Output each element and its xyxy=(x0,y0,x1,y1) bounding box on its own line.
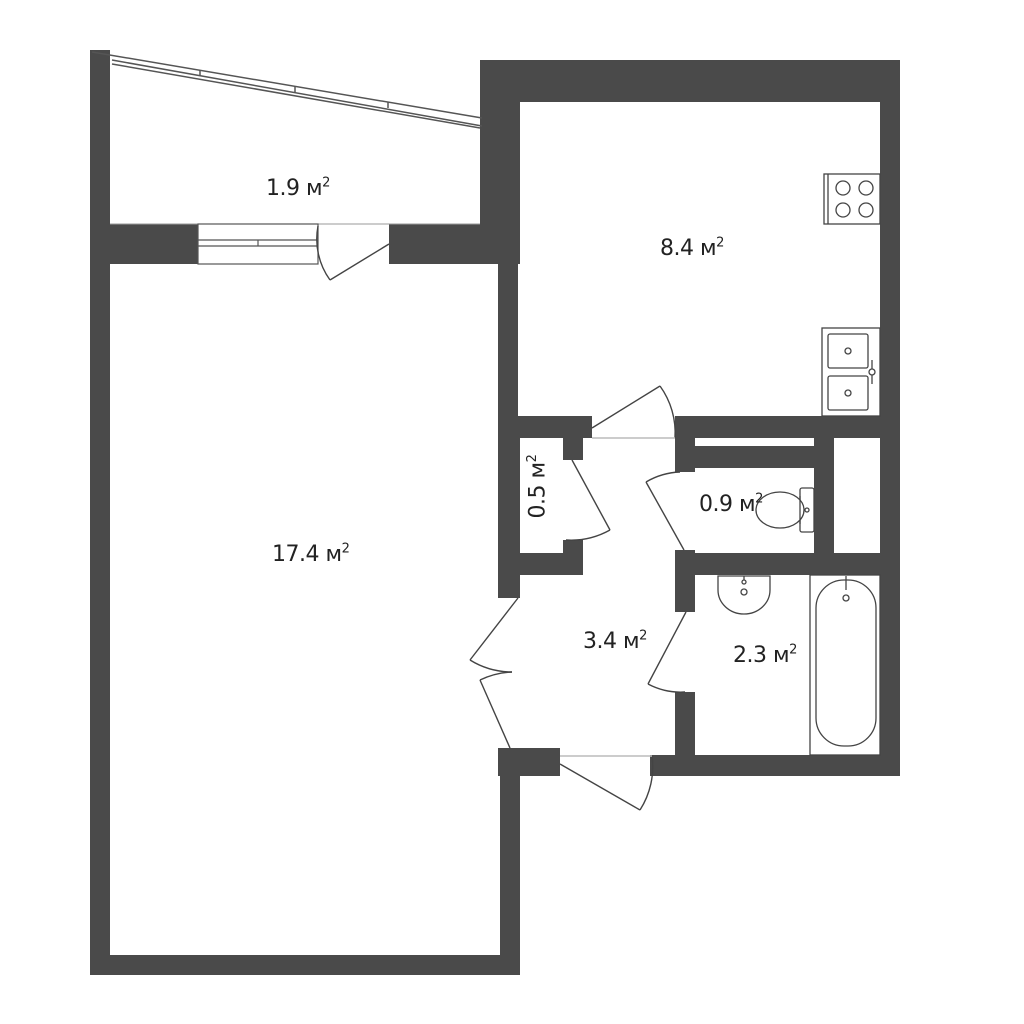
wall-wc-right xyxy=(814,438,834,574)
balcony-glazing xyxy=(91,51,483,129)
unit-power: 2 xyxy=(716,235,724,251)
area-balcony: 1.9 xyxy=(266,176,300,201)
area-toilet: 0.9 xyxy=(699,492,733,517)
window-living xyxy=(197,223,319,265)
unit: м xyxy=(739,492,756,517)
unit: м xyxy=(306,176,323,201)
unit-power: 2 xyxy=(639,628,647,644)
wall-wc-bottom xyxy=(675,553,900,575)
unit-power: 2 xyxy=(341,541,350,557)
label-living: 17.4 м2 xyxy=(272,541,350,567)
wall-closet-post-top xyxy=(563,430,583,460)
door-kitchen xyxy=(591,385,676,439)
label-closet: 0.5 м2 xyxy=(525,455,550,519)
unit: м xyxy=(773,643,790,668)
unit: м xyxy=(525,462,551,479)
label-hallway: 3.4 м2 xyxy=(583,629,647,654)
stove-icon xyxy=(823,173,881,225)
unit: м xyxy=(623,629,640,654)
wall-living-bottom xyxy=(90,955,520,975)
doors xyxy=(316,225,687,811)
label-toilet: 0.9 м2 xyxy=(699,492,763,517)
wall-living-left xyxy=(90,224,110,975)
washbasin-icon xyxy=(717,575,771,615)
double-sink-icon xyxy=(821,327,881,417)
toilet-icon xyxy=(755,487,815,533)
wall-bath-bottom xyxy=(650,755,900,776)
door-balcony xyxy=(316,225,390,281)
wall-closet-bottom xyxy=(498,553,582,575)
unit-power: 2 xyxy=(322,175,330,191)
wall-wc-inner-top xyxy=(675,446,817,468)
door-toilet xyxy=(645,471,685,551)
wall-kitchen-left xyxy=(480,60,520,264)
wall-hall-bottom-left xyxy=(498,748,560,776)
wall-closet-post-bottom xyxy=(563,540,583,575)
wall-kitchen-top xyxy=(480,60,900,102)
unit: м xyxy=(700,236,717,261)
unit-power: 2 xyxy=(525,454,541,463)
unit: м xyxy=(325,542,342,567)
door-closet xyxy=(565,459,611,541)
door-bathroom xyxy=(647,611,687,693)
wall-living-right-lower xyxy=(500,748,520,975)
bathtub-icon xyxy=(809,574,881,756)
wall-balcony-sill-left xyxy=(90,224,198,264)
unit-power: 2 xyxy=(755,491,763,507)
area-bathroom: 2.3 xyxy=(733,643,767,668)
door-entrance xyxy=(559,755,654,811)
area-closet: 0.5 xyxy=(525,484,551,519)
label-kitchen: 8.4 м2 xyxy=(660,236,724,261)
wall-balcony-left xyxy=(90,50,110,224)
unit-power: 2 xyxy=(789,642,797,658)
wall-closet-left xyxy=(498,416,520,598)
label-balcony: 1.9 м2 xyxy=(266,176,330,201)
area-living: 17.4 xyxy=(272,542,319,567)
area-hallway: 3.4 xyxy=(583,629,617,654)
walls xyxy=(90,50,900,975)
label-bathroom: 2.3 м2 xyxy=(733,643,797,668)
wall-kitchen-bottom-right xyxy=(675,416,900,438)
door-living xyxy=(469,597,519,749)
area-kitchen: 8.4 xyxy=(660,236,694,261)
